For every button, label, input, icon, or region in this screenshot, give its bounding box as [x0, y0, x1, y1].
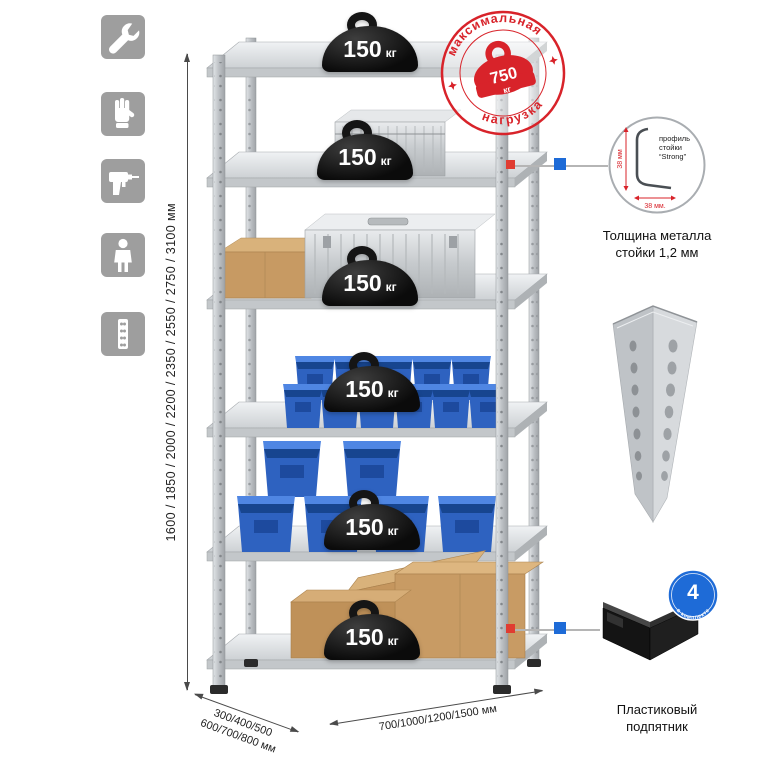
- feature-tile-gloves: [101, 92, 145, 136]
- glove-icon: [115, 98, 135, 128]
- height-dimensions-label: 1600 / 1850 / 2000 / 2200 / 2350 / 2550 …: [164, 202, 178, 542]
- load-unit: кг: [385, 46, 397, 60]
- height-dimensions-label-wrap: 1600 / 1850 / 2000 / 2200 / 2350 / 2550 …: [160, 54, 182, 690]
- profile-label-line2: стойки: [659, 143, 682, 152]
- drill-icon: [109, 172, 139, 195]
- profile-dim-horizontal: 38 мм.: [644, 203, 665, 210]
- profile-label-line3: “Strong”: [659, 152, 687, 161]
- profile-dim-vertical: 38 мм: [617, 149, 624, 169]
- foot-caption: Пластиковый подпятник: [616, 702, 698, 734]
- feature-tile-rack-post: [101, 312, 145, 356]
- profile-caption: Толщина металла стойки 1,2 мм: [602, 228, 712, 260]
- badge-value: 4: [687, 581, 699, 604]
- blue-marker-square: [554, 622, 566, 634]
- profile-cross-section: [635, 127, 672, 190]
- max-load-stamp: максимальная нагрузка 750 кг: [424, 0, 582, 152]
- load-value: 150: [345, 623, 384, 650]
- load-unit: кг: [387, 524, 399, 538]
- feature-tile-assembly: [101, 15, 145, 59]
- wrench-icon: [108, 23, 140, 54]
- load-value: 150: [343, 35, 382, 62]
- included-count-badge: 4 в комплекте: [667, 569, 719, 621]
- load-value: 150: [345, 375, 384, 402]
- perforated-post-image: [612, 305, 698, 524]
- load-value: 150: [345, 513, 384, 540]
- star-icon: [549, 56, 558, 65]
- load-unit: кг: [385, 280, 397, 294]
- profile-label-line1: профиль: [659, 134, 690, 143]
- stamp-unit: кг: [502, 84, 512, 96]
- post-profile-detail: 38 мм 38 мм. профиль стойки “Strong”: [608, 116, 706, 214]
- rack-feet: [210, 659, 541, 694]
- cardboard-box-small: [218, 237, 334, 299]
- person-icon: [114, 238, 132, 272]
- star-icon: [448, 81, 457, 90]
- red-marker-square: [506, 160, 515, 169]
- load-unit: кг: [380, 154, 392, 168]
- red-marker-square: [506, 624, 515, 633]
- depth-dimension: 300/400/500 600/700/800 мм: [184, 694, 299, 762]
- load-unit: кг: [387, 634, 399, 648]
- load-value: 150: [343, 269, 382, 296]
- feature-tile-person: [101, 233, 145, 277]
- rack-post-icon: [118, 319, 128, 349]
- stamp-weight-icon: [474, 40, 536, 98]
- blue-marker-square: [554, 158, 566, 170]
- rack-front-posts: [212, 54, 509, 693]
- height-dimension-line: [183, 53, 190, 691]
- load-value: 150: [338, 143, 377, 170]
- load-unit: кг: [387, 386, 399, 400]
- feature-tile-drill: [101, 159, 145, 203]
